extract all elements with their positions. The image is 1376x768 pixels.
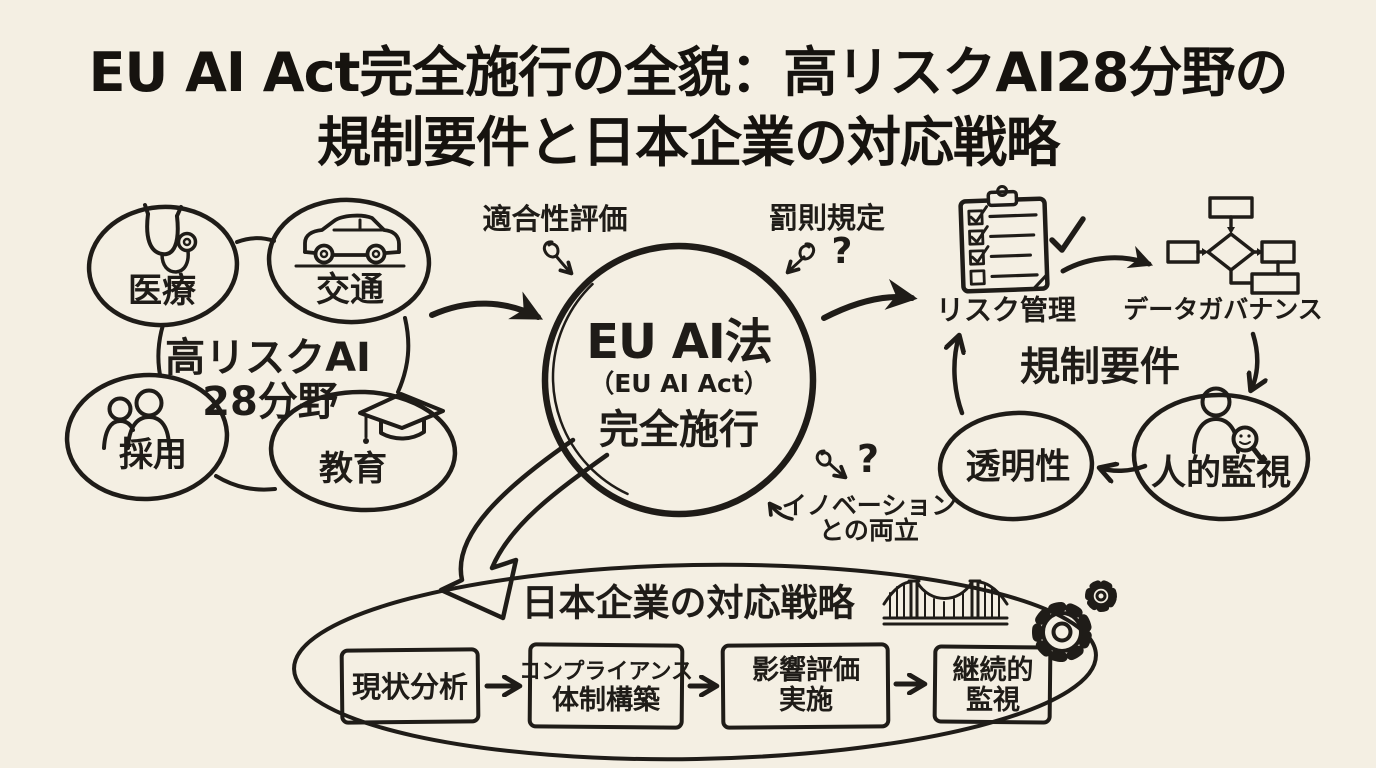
penalty-question-mark: ? (831, 231, 853, 273)
innovation-squiggle-arrow (815, 449, 848, 480)
innovation-question-mark: ? (856, 437, 880, 482)
transparency-label: 透明性 (965, 447, 1071, 488)
innovation-back-arrow (767, 501, 794, 521)
title-line-1: EU AI Act完全施行の全貌：高リスクAI28分野の (88, 41, 1289, 104)
oversight-ellipse (1131, 392, 1311, 522)
arrow-cluster-to-center (429, 291, 544, 320)
strategy-step-3-line-1: 影響評価 (752, 654, 860, 686)
strategy-ellipse (292, 562, 1098, 762)
transparency-ellipse (937, 410, 1095, 522)
regulatory-requirements-heading: 規制要件 (1020, 344, 1180, 390)
center-node-line-2: （EU AI Act） (589, 368, 769, 398)
sector-label-education: 教育 (319, 449, 387, 490)
conformity-squiggle-arrow (542, 240, 574, 276)
sector-label-transport: 交通 (316, 270, 384, 311)
sector-label-recruitment: 採用 (119, 435, 187, 476)
bridge-icon (882, 579, 1009, 626)
center-node-line-1: EU AI法 (586, 313, 772, 370)
arrow-oversight-to-transparency (1100, 466, 1148, 471)
strategy-step-2-line-1: コンプライアンス (518, 659, 694, 685)
center-circle (541, 242, 817, 518)
sector-ellipse-education (268, 389, 458, 513)
strategy-step-4-line-1: 継続的 (952, 654, 1034, 686)
person-magnifier-icon (1192, 386, 1266, 464)
innovation-label-line-2: との両立 (819, 515, 919, 545)
sector-ellipse-medical (86, 204, 240, 328)
sector-ellipse-transport (266, 197, 432, 325)
gears-icon (1032, 580, 1117, 662)
penalty-squiggle-arrow (785, 242, 816, 275)
strategy-step-1-label: 現状分析 (351, 669, 469, 704)
strategy-step-2-line-2: 体制構築 (552, 684, 660, 716)
innovation-label-line-1: イノベーション (781, 490, 957, 520)
human-oversight-label: 人的監視 (1150, 453, 1292, 494)
check-icon (1049, 216, 1086, 253)
arrow-datagov-to-oversight (1251, 331, 1257, 390)
strategy-step-arrows (484, 684, 924, 686)
clipboard-checklist-icon (958, 185, 1050, 294)
penalty-provisions-label: 罰則規定 (768, 200, 886, 235)
strategy-step-boxes (339, 642, 1053, 730)
flowchart-icon (1166, 196, 1300, 295)
people-icon (102, 388, 171, 450)
title-line-2: 規制要件と日本企業の対応戦略 (317, 111, 1060, 174)
center-node-line-3: 完全施行 (599, 407, 759, 453)
conformity-assessment-label: 適合性評価 (482, 201, 628, 236)
cluster-heading-line-2: 28分野 (202, 379, 338, 425)
sector-ellipse-recruitment (64, 372, 230, 502)
sector-label-medical: 医療 (128, 271, 196, 312)
cluster-heading-line-1: 高リスクAI (165, 335, 371, 381)
risk-management-label: リスク管理 (935, 293, 1077, 327)
data-governance-label: データガバナンス (1123, 294, 1323, 324)
strategy-heading: 日本企業の対応戦略 (521, 581, 855, 625)
arrow-transparency-to-risk (954, 336, 962, 416)
strategy-step-4-line-2: 監視 (966, 684, 1020, 716)
stethoscope-icon (143, 203, 198, 274)
strategy-step-3-line-2: 実施 (779, 684, 833, 716)
arrow-center-to-risk (821, 278, 918, 321)
graduation-cap-icon (358, 392, 445, 444)
arrow-risk-to-datagov (1060, 245, 1154, 274)
car-icon (294, 213, 406, 268)
